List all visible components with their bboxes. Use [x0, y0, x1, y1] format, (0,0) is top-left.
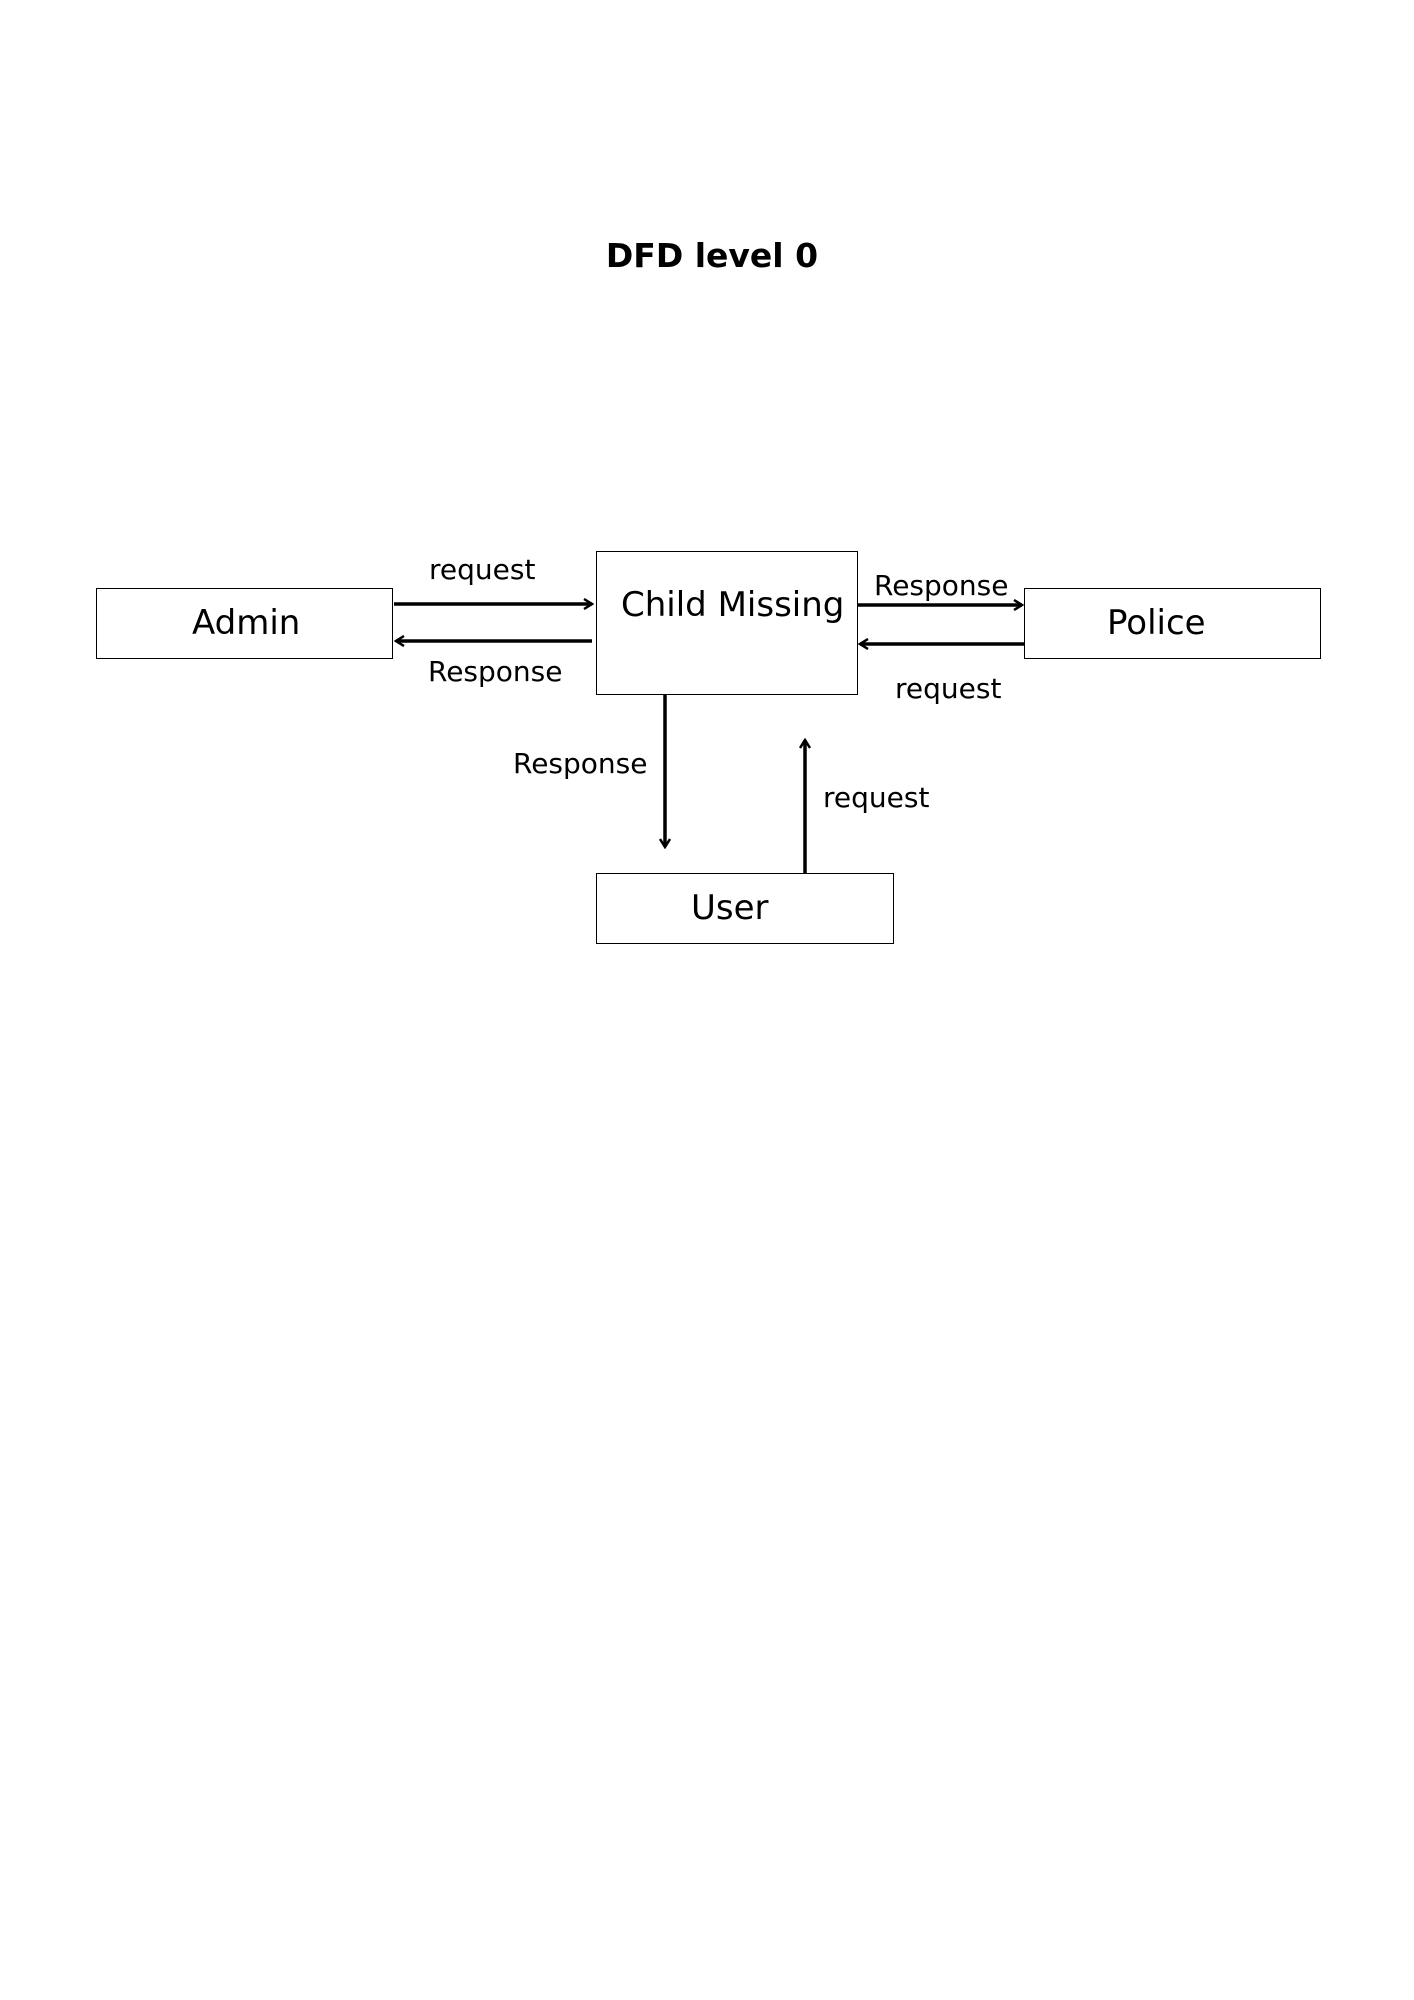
police-entity-label: Police — [1107, 603, 1206, 643]
admin-entity-label: Admin — [192, 603, 301, 643]
user-entity: User — [596, 873, 894, 944]
diagram-title: DFD level 0 — [0, 236, 1414, 275]
user-entity-label: User — [691, 888, 769, 928]
process-to-user-label: Response — [513, 747, 648, 780]
child-missing-process-label: Child Missing — [621, 585, 845, 625]
process-to-police-label: Response — [874, 569, 1009, 602]
diagram-title-text: DFD level 0 — [605, 236, 819, 275]
child-missing-process: Child Missing — [596, 551, 858, 695]
police-entity: Police — [1024, 588, 1321, 659]
process-to-admin-label: Response — [428, 655, 563, 688]
user-to-process-label: request — [823, 781, 930, 814]
admin-entity: Admin — [96, 588, 393, 659]
admin-to-process-label: request — [429, 553, 536, 586]
police-to-process-label: request — [895, 672, 1002, 705]
